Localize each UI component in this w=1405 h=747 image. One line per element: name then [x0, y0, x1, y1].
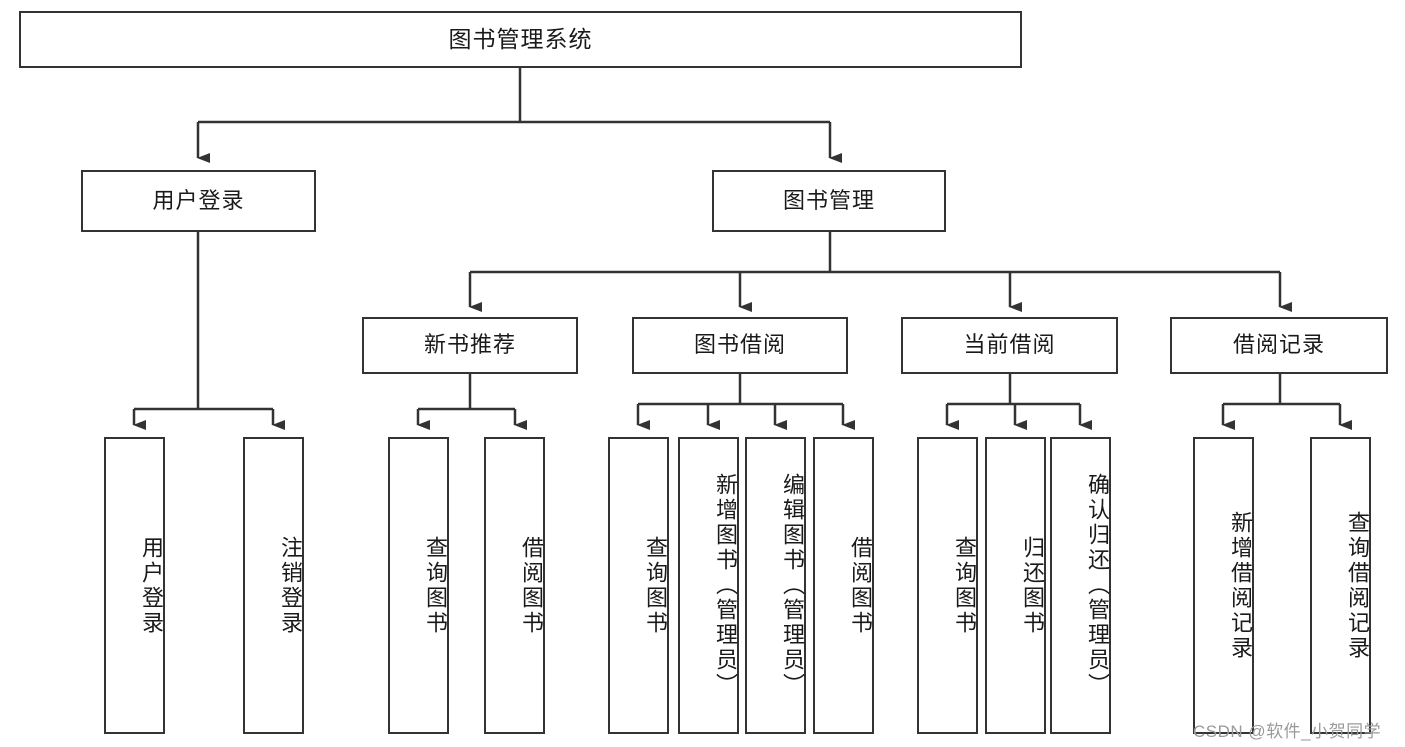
node-root-system[interactable]: 图书管理系统: [19, 11, 1022, 68]
node-label: 借阅图书: [519, 535, 544, 636]
leaf-user-login-signout[interactable]: 注销登录: [243, 437, 304, 734]
node-user-login[interactable]: 用户登录: [81, 170, 316, 232]
leaf-current-return-book[interactable]: 归还图书: [985, 437, 1046, 734]
node-new-book-recommend[interactable]: 新书推荐: [362, 317, 578, 374]
leaf-record-query-record[interactable]: 查询借阅记录: [1310, 437, 1371, 734]
leaf-new-book-query[interactable]: 查询图书: [388, 437, 449, 734]
leaf-current-query-book[interactable]: 查询图书: [917, 437, 978, 734]
node-label: 新书推荐: [423, 332, 516, 358]
leaf-current-confirm-return-admin[interactable]: 确认归还（管理员）: [1050, 437, 1111, 734]
leaf-borrow-query-book[interactable]: 查询图书: [608, 437, 669, 734]
watermark-text: CSDN @软件_小贺同学: [1193, 722, 1382, 741]
node-label: 注销登录: [278, 535, 303, 636]
node-label: 用户登录: [139, 535, 164, 636]
node-label: 借阅图书: [848, 535, 873, 636]
node-label: 用户登录: [152, 187, 245, 213]
leaf-borrow-add-book-admin[interactable]: 新增图书（管理员）: [678, 437, 739, 734]
node-label: 查询图书: [643, 535, 668, 636]
node-label: 借阅记录: [1232, 332, 1325, 358]
node-label: 查询图书: [423, 535, 448, 636]
node-label: 新增图书（管理员）: [713, 473, 738, 698]
leaf-borrow-edit-book-admin[interactable]: 编辑图书（管理员）: [745, 437, 806, 734]
node-book-borrow[interactable]: 图书借阅: [632, 317, 848, 374]
node-label: 查询借阅记录: [1345, 510, 1370, 661]
node-borrow-record[interactable]: 借阅记录: [1170, 317, 1388, 374]
leaf-record-add-record[interactable]: 新增借阅记录: [1193, 437, 1254, 734]
node-label: 当前借阅: [963, 332, 1056, 358]
node-label: 查询图书: [952, 535, 977, 636]
node-label: 图书借阅: [693, 332, 786, 358]
leaf-user-login-signin[interactable]: 用户登录: [104, 437, 165, 734]
leaf-borrow-borrow-book[interactable]: 借阅图书: [813, 437, 874, 734]
node-label: 归还图书: [1020, 535, 1045, 636]
leaf-new-book-borrow[interactable]: 借阅图书: [484, 437, 545, 734]
node-label: 图书管理: [782, 187, 875, 213]
node-label: 确认归还（管理员）: [1085, 473, 1110, 698]
node-label: 编辑图书（管理员）: [780, 473, 805, 698]
node-book-management[interactable]: 图书管理: [712, 170, 946, 232]
node-label: 图书管理系统: [448, 25, 593, 52]
node-current-borrow[interactable]: 当前借阅: [901, 317, 1118, 374]
node-label: 新增借阅记录: [1228, 510, 1253, 661]
